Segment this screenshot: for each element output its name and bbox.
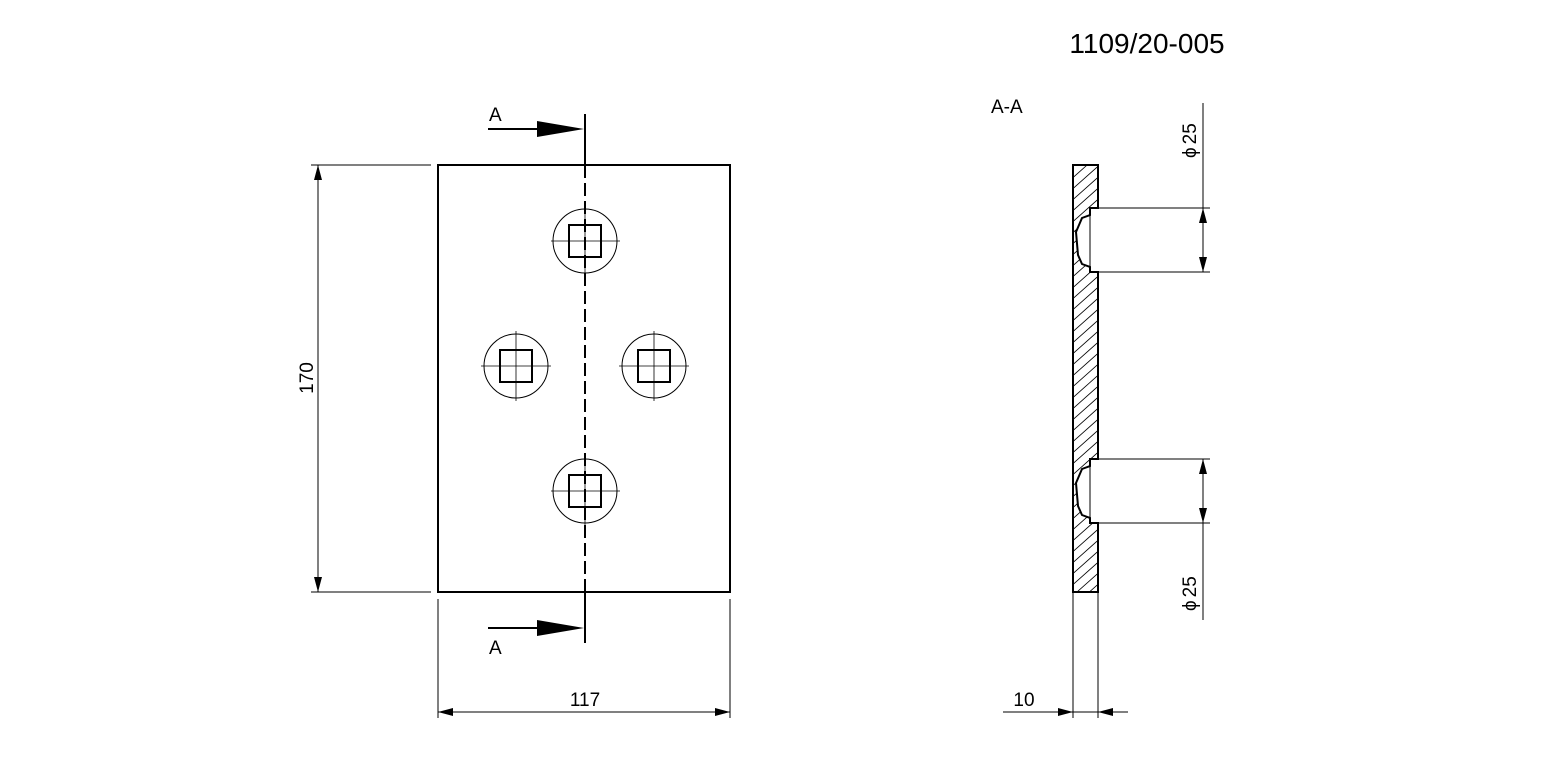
section-marker-bottom: A [489, 638, 502, 659]
hole-top [551, 206, 620, 276]
section-title: A-A [991, 97, 1023, 118]
hole-bottom [551, 456, 620, 526]
dimension-diameter-bottom: ϕ25 [1098, 458, 1210, 620]
section-arrow-bottom-head [537, 620, 584, 636]
section-marker-top: A [489, 105, 502, 126]
section-view: A-A ϕ25 ϕ25 [991, 97, 1210, 718]
front-view: A A [297, 105, 731, 718]
dimension-thickness-label: 10 [1013, 690, 1034, 711]
dimension-width-label: 117 [570, 690, 600, 711]
hole-left [481, 331, 551, 401]
hole-right [619, 331, 689, 401]
dimension-diameter-bottom-label: ϕ25 [1180, 576, 1201, 611]
dimension-width: 117 [437, 599, 731, 718]
dimension-diameter-top-label: ϕ25 [1180, 123, 1201, 158]
section-arrow-top-head [537, 121, 584, 137]
dimension-thickness: 10 [1003, 592, 1128, 718]
part-number: 1109/20-005 [1069, 28, 1224, 59]
hatch-line [1073, 567, 1098, 592]
dimension-height-label: 170 [297, 362, 318, 394]
dimension-height: 170 [297, 164, 431, 593]
dimension-diameter-top: ϕ25 [1098, 103, 1210, 273]
